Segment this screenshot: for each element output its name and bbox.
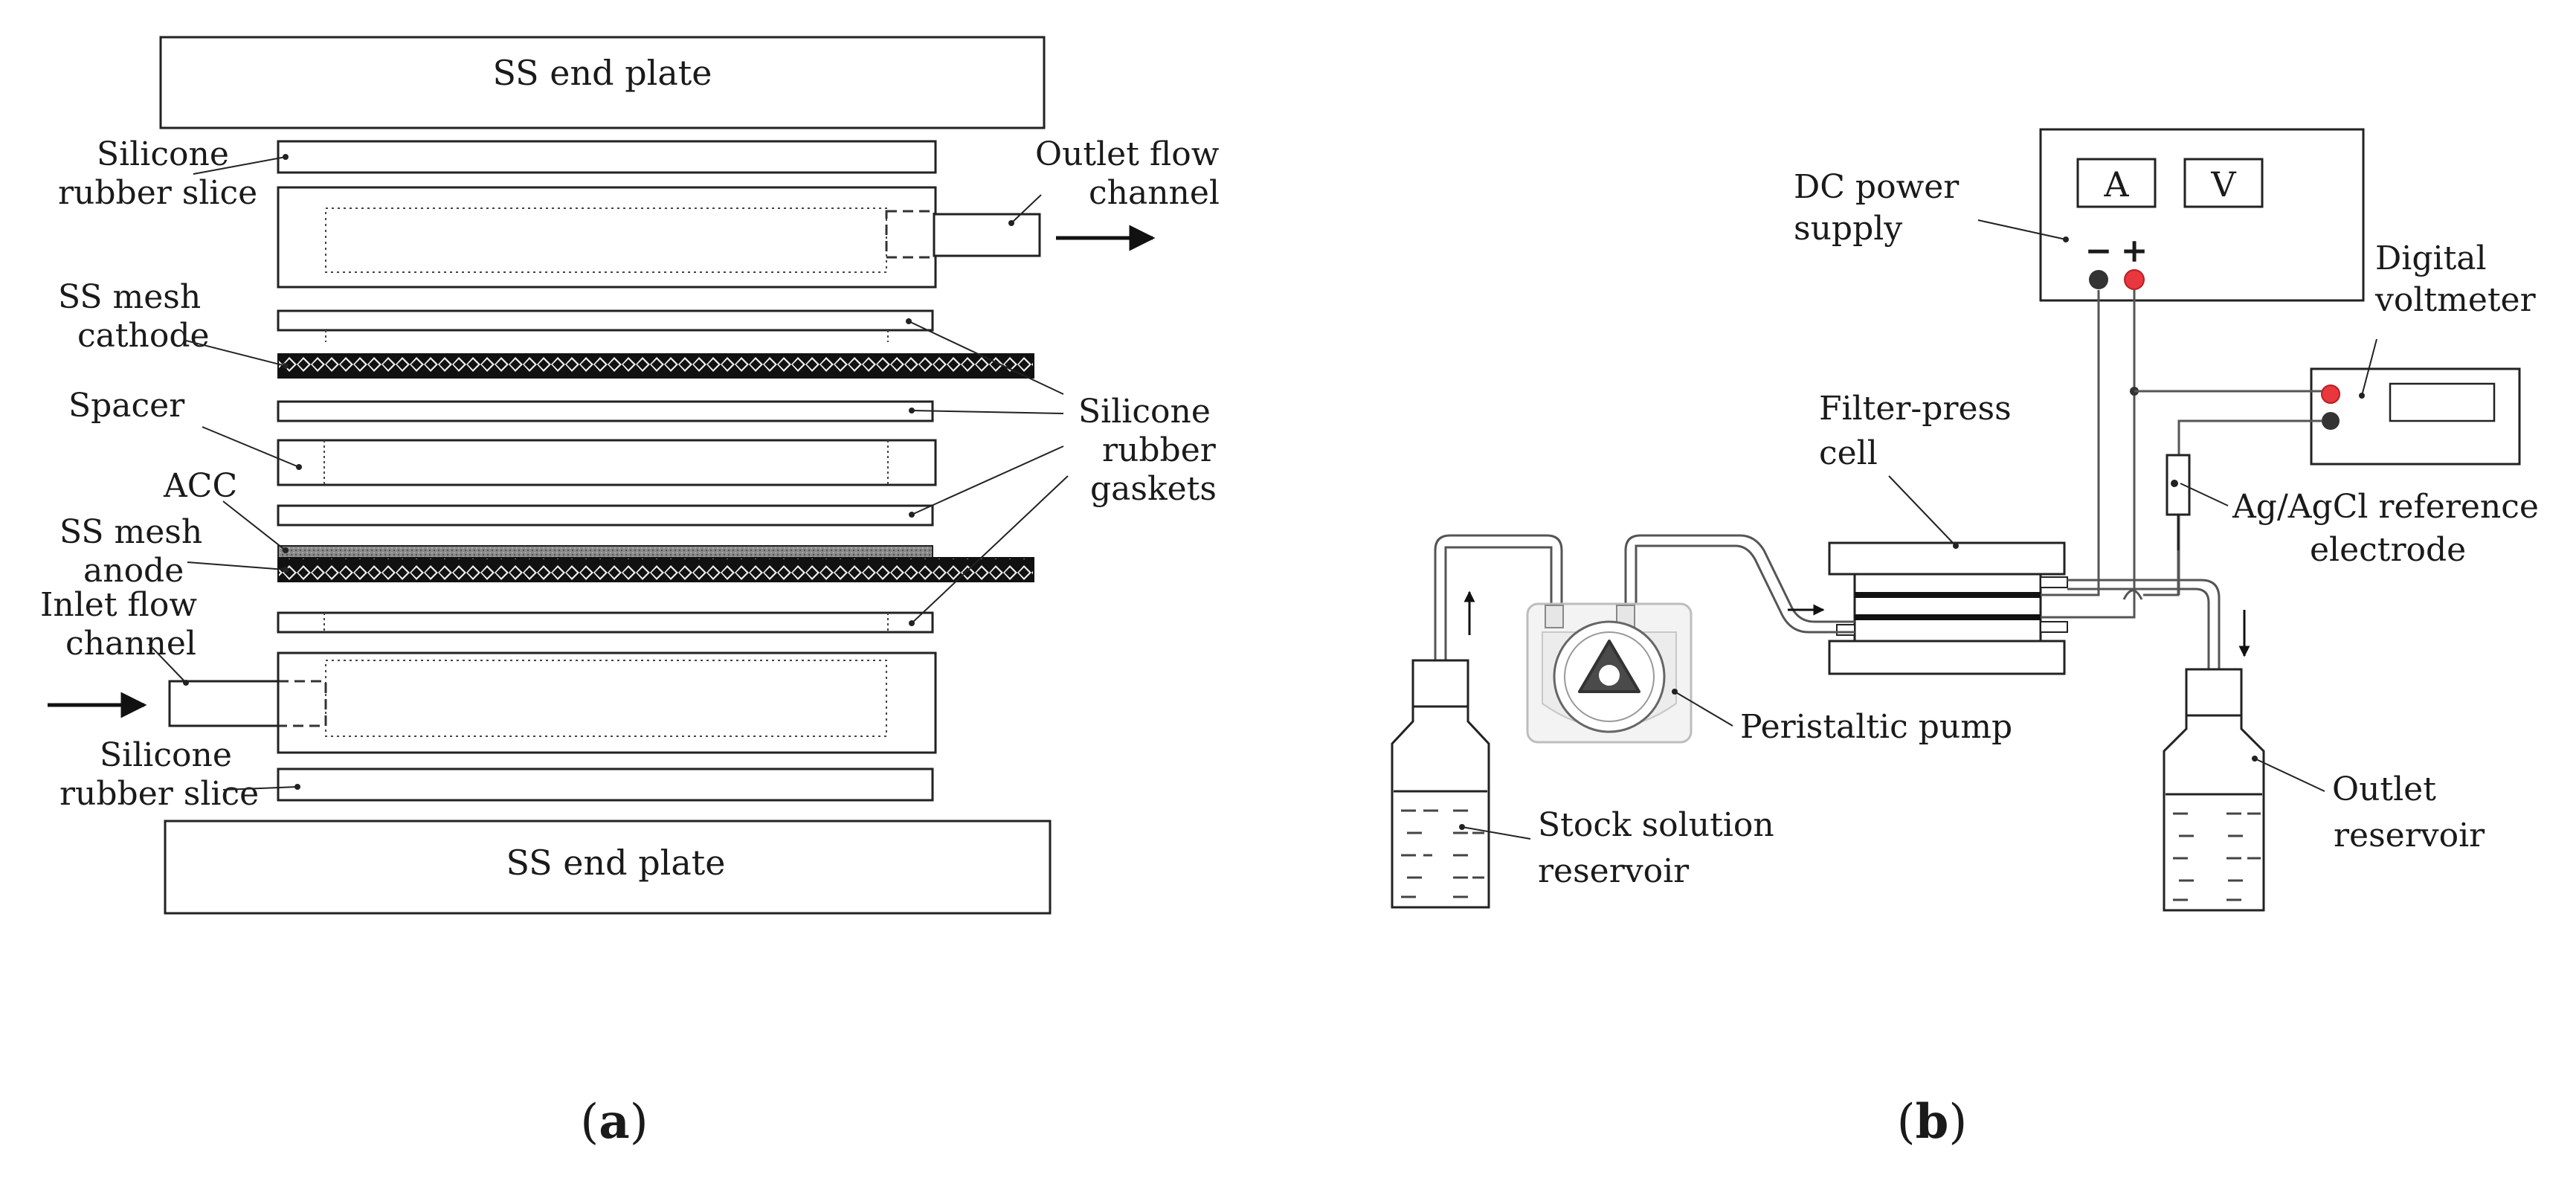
gasket-4 — [277, 611, 934, 634]
mesh-anode-label: SS mesh anode — [59, 513, 213, 590]
pump-label: Peristaltic pump — [1740, 708, 2012, 746]
reference-electrode — [2166, 454, 2191, 550]
gasket-3 — [277, 504, 934, 527]
voltmeter-display — [2183, 158, 2264, 208]
caption-b: (b) — [1897, 1094, 1968, 1150]
mesh-cathode-label: SS mesh cathode — [58, 278, 211, 355]
bottom-end-plate — [164, 820, 1052, 915]
silicone-slice-top — [277, 140, 937, 174]
outlet-channel-label: Outlet flow channel — [1035, 135, 1229, 212]
peristaltic-pump — [1526, 602, 1693, 744]
positive-terminal — [2124, 269, 2145, 290]
top-end-plate-label: SS end plate — [492, 53, 712, 93]
filter-press-cell — [1828, 541, 2068, 675]
voltmeter-label: Digital voltmeter — [2374, 239, 2537, 319]
spacer-label: Spacer — [68, 387, 185, 425]
stock-reservoir — [1391, 659, 1490, 909]
dc-power-supply: A V − + — [2039, 128, 2365, 302]
dc-power-label: DC power supply — [1794, 168, 1969, 248]
panel-a: SS end plate — [40, 36, 1229, 1150]
reference-electrode-label: Ag/AgCl reference electrode — [2232, 488, 2549, 569]
voltmeter-display-label: V — [2210, 164, 2236, 205]
silicone-slice-top-label: Silicone rubber slice — [58, 135, 257, 212]
filter-press-label: Filter-press cell — [1819, 390, 2022, 472]
acc-label: ACC — [163, 467, 237, 505]
gasket-2 — [277, 400, 934, 422]
silicone-slice-bottom-label: Silicone rubber slice — [59, 736, 259, 813]
caption-a: (a) — [580, 1094, 648, 1150]
ammeter-label: A — [2103, 164, 2129, 205]
mesh-anode — [277, 557, 1034, 582]
minus-sign: − — [2085, 232, 2113, 270]
outlet-reservoir-label: Outlet reservoir — [2332, 770, 2485, 854]
panel-b: A V − + DC power supply Digital voltmete… — [1391, 128, 2549, 1150]
outlet-channel-block — [277, 186, 1156, 289]
silicone-slice-bottom — [277, 767, 934, 802]
spacer-block — [277, 439, 937, 486]
gaskets-label: Silicone rubber gaskets — [1078, 393, 1226, 508]
acc-layer — [277, 545, 933, 559]
outlet-reservoir — [2163, 668, 2265, 912]
stock-label: Stock solution reservoir — [1538, 806, 1785, 890]
negative-terminal — [2089, 270, 2108, 289]
bottom-end-plate-label: SS end plate — [506, 843, 725, 883]
ammeter-display — [2076, 158, 2157, 208]
gasket-1 — [277, 309, 934, 332]
inlet-channel-block — [48, 651, 937, 754]
digital-voltmeter — [2310, 367, 2521, 466]
plus-sign: + — [2121, 232, 2148, 270]
mesh-cathode — [277, 353, 1034, 379]
top-end-plate — [159, 36, 1046, 129]
inlet-channel-label: Inlet flow channel — [40, 586, 207, 663]
